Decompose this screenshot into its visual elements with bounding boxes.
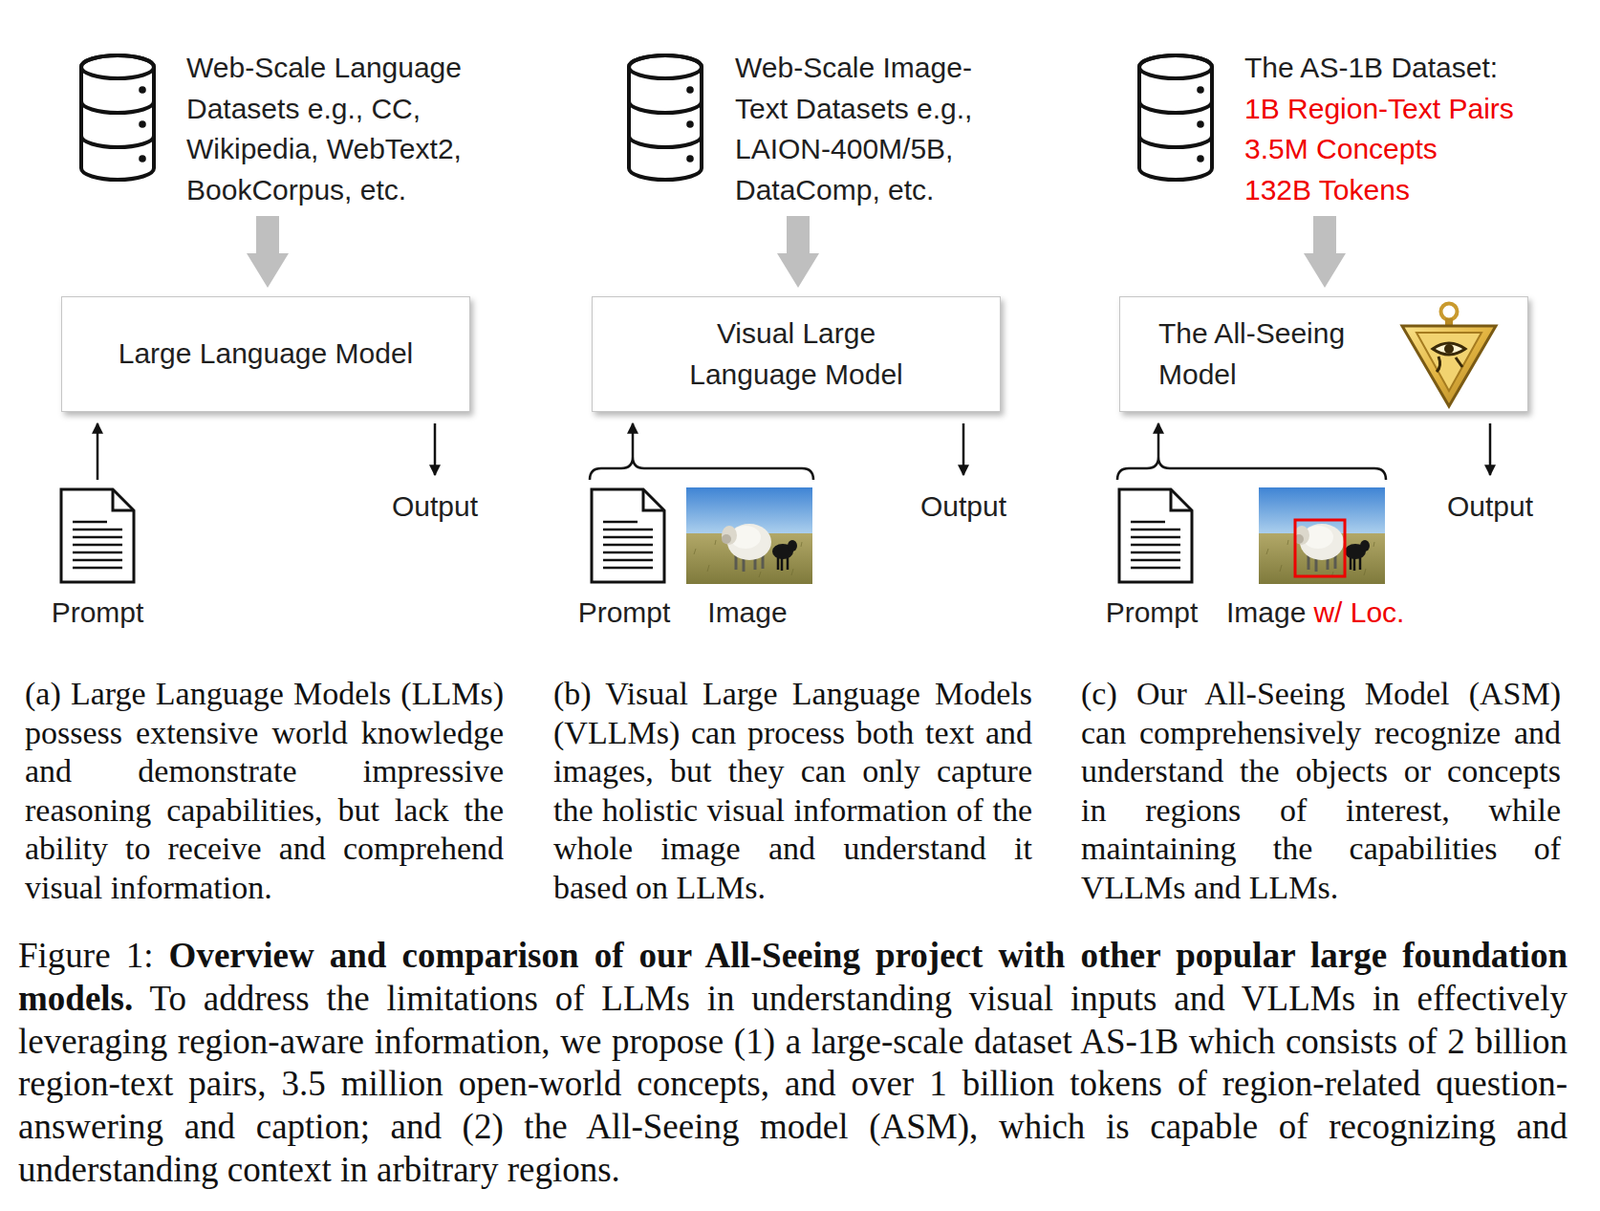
model-text: The All-Seeing Model xyxy=(1158,313,1388,395)
caption-part: To address the limitations of LLMs in un… xyxy=(18,978,1568,1190)
dataset-stat: 3.5M Concepts xyxy=(1244,129,1570,171)
model-name: Visual Large Language Model xyxy=(667,313,926,395)
dataset-stat: 132B Tokens xyxy=(1244,170,1570,212)
model-box: Visual Large Language Model xyxy=(591,296,1001,412)
caption-part: Figure 1: xyxy=(18,935,154,975)
dataset-description: Web-Scale Language Datasets e.g., CC, Wi… xyxy=(186,47,493,212)
dataset-stat: 1B Region-Text Pairs xyxy=(1244,88,1570,130)
model-text: Visual Large Language Model xyxy=(667,313,926,395)
model-name: Large Language Model xyxy=(118,333,414,375)
image-label: Image xyxy=(670,592,824,634)
output-label: Output xyxy=(886,486,1040,528)
prompt-label: Prompt xyxy=(547,592,701,634)
model-text: Large Language Model xyxy=(118,333,414,375)
prompt-label: Prompt xyxy=(1075,592,1229,634)
panel-caption: (c) Our All-Seeing Model (ASM) can compr… xyxy=(1081,674,1561,909)
output-label: Output xyxy=(358,486,512,528)
panel-caption: (a) Large Language Models (LLMs) possess… xyxy=(24,674,504,909)
prompt-label: Prompt xyxy=(21,592,174,634)
output-label: Output xyxy=(1413,486,1567,528)
dataset-description: Web-Scale Image-Text Datasets e.g., LAIO… xyxy=(735,47,1013,212)
model-box: The All-Seeing Model xyxy=(1119,296,1529,412)
model-box: Large Language Model xyxy=(61,296,471,412)
model-name: The All-Seeing Model xyxy=(1158,313,1388,395)
panel-caption: (b) Visual Large Language Models (VLLMs)… xyxy=(553,674,1033,909)
location-label: w/ Loc. xyxy=(1313,592,1405,634)
dataset-title: The AS-1B Dataset: xyxy=(1244,47,1570,89)
image-label: Image xyxy=(1226,592,1306,634)
figure-caption: Figure 1: Overview and comparison of our… xyxy=(18,934,1568,1192)
